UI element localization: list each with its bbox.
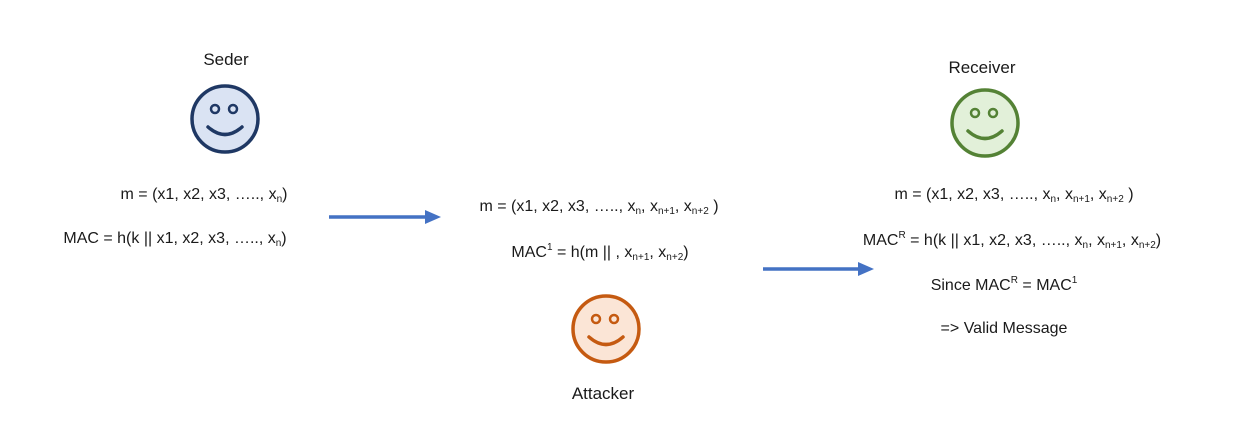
receiver-mac-sub-n1: n+1 (1104, 240, 1122, 251)
receiver-face-circle (950, 88, 1020, 158)
sender-message-text: m = (x1, x2, x3, ….., x (120, 186, 277, 203)
receiver-mac-line: MACR = h(k || x1, x2, x3, ….., xn, xn+1,… (863, 230, 1161, 251)
sender-smiley-icon (190, 84, 260, 154)
receiver-smiley-icon (950, 88, 1020, 158)
attacker-message-sep1: , x (641, 198, 658, 215)
attacker-right-eye (608, 313, 620, 325)
receiver-mac-sub-n2: n+2 (1138, 240, 1156, 251)
attacker-message-sub-n2: n+2 (691, 206, 709, 217)
attacker-smiley-icon (571, 294, 641, 364)
sender-mac-line: MAC = h(k || x1, x2, x3, ….., xn) (63, 230, 286, 249)
receiver-message-line: m = (x1, x2, x3, ….., xn, xn+1, xn+2 ) (894, 186, 1133, 205)
attacker-message-line: m = (x1, x2, x3, ….., xn, xn+1, xn+2 ) (479, 198, 718, 217)
sender-mouth (206, 125, 244, 137)
receiver-message-sep1: , x (1056, 186, 1073, 203)
sender-message-line: m = (x1, x2, x3, ….., xn) (121, 186, 288, 205)
attacker-label: Attacker (571, 384, 635, 403)
attacker-mac-sub-n1: n+1 (632, 252, 650, 263)
receiver-message-text: m = (x1, x2, x3, ….., x (894, 186, 1051, 203)
attacker-mouth (587, 335, 625, 347)
receiver-message-sub-n1: n+1 (1072, 194, 1090, 205)
sender-left-eye (209, 103, 221, 115)
receiver-mac-text: MAC (862, 232, 899, 249)
arrow2-head (858, 262, 874, 276)
attacker-mac-sup: 1 (546, 242, 553, 253)
receiver-mac-sep2: , x (1121, 232, 1139, 249)
receiver-comparison-sup2: 1 (1071, 275, 1078, 286)
receiver-comparison-line: Since MACR = MAC1 (931, 275, 1078, 295)
attacker-face-circle (571, 294, 641, 364)
receiver-valid-message: => Valid Message (940, 320, 1068, 337)
sender-message-close: ) (282, 186, 288, 203)
receiver-mac-sep1: , x (1088, 232, 1105, 249)
receiver-comparison-mid: = MAC (1017, 277, 1072, 294)
attacker-left-eye (590, 313, 602, 325)
attacker-message-sub-n: n (635, 206, 642, 217)
attacker-message-close: ) (708, 198, 719, 215)
attacker-mac-text: MAC (511, 244, 547, 261)
sender-right-eye (227, 103, 239, 115)
receiver-mac-mid: = h(k || x1, x2, x3, ….., x (905, 232, 1083, 249)
receiver-mac-sup: R (898, 230, 906, 241)
attacker-message-text: m = (x1, x2, x3, ….., x (479, 198, 636, 215)
sender-to-attacker-arrow (329, 210, 441, 224)
attacker-mac-close: ) (683, 244, 689, 261)
attacker-to-receiver-arrow (763, 262, 874, 276)
attacker-mac-sep: , x (649, 244, 667, 261)
attacker-mac-sub-n2: n+2 (666, 252, 684, 263)
receiver-label: Receiver (948, 58, 1016, 77)
arrow1-head (425, 210, 441, 224)
sender-label: Seder (203, 50, 249, 69)
receiver-mouth (966, 129, 1004, 141)
attacker-mac-line: MAC1 = h(m || , xn+1, xn+2) (511, 242, 688, 263)
attacker-message-sub-n1: n+1 (657, 206, 675, 217)
sender-mac-close: ) (281, 230, 287, 247)
receiver-message-sub-n: n (1050, 194, 1057, 205)
receiver-message-sep2: , x (1089, 186, 1107, 203)
attacker-mac-mid: = h(m || , x (552, 244, 633, 261)
receiver-right-eye (987, 107, 999, 119)
sender-mac-text: MAC = h(k || x1, x2, x3, ….., x (63, 230, 276, 247)
attacker-message-sep2: , x (674, 198, 692, 215)
receiver-mac-sub-n: n (1082, 240, 1089, 251)
sender-mac-sub-n: n (275, 238, 282, 249)
receiver-message-sub-n2: n+2 (1106, 194, 1124, 205)
sender-message-sub-n: n (276, 194, 283, 205)
receiver-comparison-sup1: R (1010, 275, 1018, 286)
receiver-message-close: ) (1123, 186, 1134, 203)
sender-face-circle (190, 84, 260, 154)
receiver-mac-close: ) (1155, 232, 1162, 249)
receiver-left-eye (969, 107, 981, 119)
receiver-comparison-text: Since MAC (930, 277, 1011, 294)
